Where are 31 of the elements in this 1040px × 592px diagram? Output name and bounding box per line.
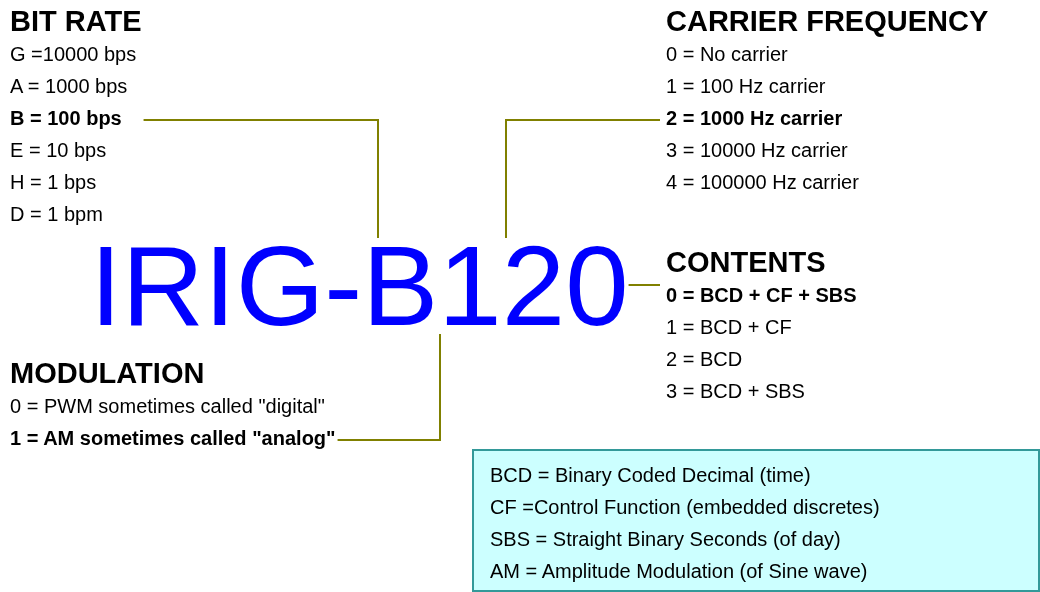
option-text: 2 = BCD [666, 347, 743, 372]
option-text: 1 = AM sometimes called "analog" [10, 426, 336, 451]
group-heading: CONTENTS [666, 245, 826, 279]
definition-text: SBS = Straight Binary Seconds (of day) [490, 527, 841, 552]
definition-text: CF =Control Function (embedded discretes) [490, 495, 880, 520]
leader-line [627, 284, 661, 286]
option-text: G =10000 bps [10, 42, 137, 67]
note-panel [472, 449, 1040, 592]
option-text: 3 = 10000 Hz carrier [666, 138, 848, 163]
option-text: 2 = 1000 Hz carrier [666, 106, 843, 131]
option-text: 0 = PWM sometimes called "digital" [10, 394, 325, 419]
option-text: A = 1000 bps [10, 74, 128, 99]
option-text: E = 10 bps [10, 138, 107, 163]
group-heading: CARRIER FREQUENCY [666, 4, 989, 38]
definition-text: AM = Amplitude Modulation (of Sine wave) [490, 559, 868, 584]
definition-text: BCD = Binary Coded Decimal (time) [490, 463, 811, 488]
option-text: D = 1 bpm [10, 202, 103, 227]
option-text: H = 1 bps [10, 170, 97, 195]
group-heading: MODULATION [10, 356, 205, 390]
option-text: 1 = 100 Hz carrier [666, 74, 826, 99]
leader-line [336, 333, 441, 441]
option-text: 4 = 100000 Hz carrier [666, 170, 859, 195]
code-text: IRIG-B120 [90, 238, 629, 334]
option-text: 0 = No carrier [666, 42, 788, 67]
leader-line [142, 119, 379, 239]
option-text: 3 = BCD + SBS [666, 379, 805, 404]
option-text: 0 = BCD + CF + SBS [666, 283, 857, 308]
option-text: B = 100 bps [10, 106, 122, 131]
leader-line [505, 119, 661, 239]
group-heading: BIT RATE [10, 4, 142, 38]
option-text: 1 = BCD + CF [666, 315, 792, 340]
